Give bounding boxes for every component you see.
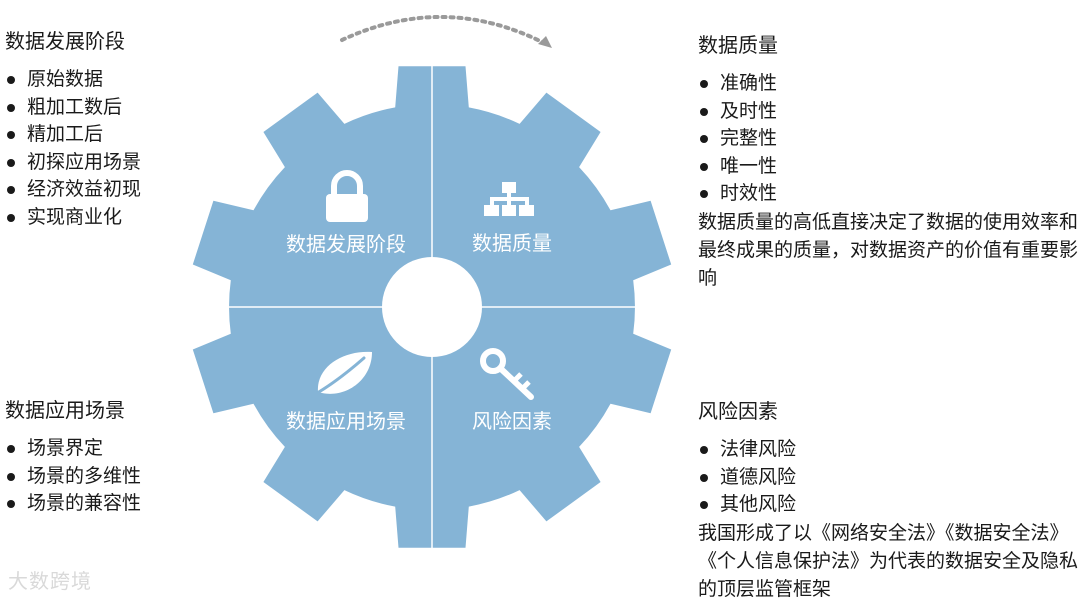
panel-data-quality: 数据质量 准确性 及时性 完整性 唯一性 时效性 数据质量的高低直接决定了数据的… <box>698 32 1078 292</box>
panel-heading: 数据应用场景 <box>5 398 125 422</box>
panel-development-stages: 数据发展阶段 原始数据 粗加工数后 精加工后 初探应用场景 经济效益初现 实现商… <box>5 28 141 231</box>
panel-application-scenarios: 数据应用场景 场景界定 场景的多维性 场景的兼容性 <box>5 397 141 518</box>
bullet-list: 准确性 及时性 完整性 唯一性 时效性 <box>698 70 1078 208</box>
list-item: 实现商业化 <box>5 204 141 232</box>
list-item: 初探应用场景 <box>5 149 141 177</box>
leaf-icon <box>310 351 372 398</box>
list-item: 粗加工数后 <box>5 94 141 122</box>
panel-description: 数据质量的高低直接决定了数据的使用效率和最终成果的质量，对数据资产的价值有重要影… <box>698 210 1079 289</box>
key-icon <box>480 348 534 400</box>
gear-hub <box>382 257 482 357</box>
org-chart-icon <box>484 182 534 216</box>
bullet-list: 法律风险 道德风险 其他风险 <box>698 436 1078 519</box>
quadrant-label-scenarios: 数据应用场景 <box>286 409 406 433</box>
quadrant-label-development: 数据发展阶段 <box>286 232 406 256</box>
lock-icon <box>326 170 368 222</box>
list-item: 原始数据 <box>5 66 141 94</box>
list-item: 道德风险 <box>698 464 1078 492</box>
quadrant-label-risk: 风险因素 <box>472 409 552 433</box>
list-item: 精加工后 <box>5 121 141 149</box>
list-item: 法律风险 <box>698 436 1078 464</box>
list-item: 及时性 <box>698 98 1078 126</box>
list-item: 场景界定 <box>5 435 141 463</box>
panel-description: 我国形成了以《网络安全法》《数据安全法》《个人信息保护法》为代表的数据安全及隐私… <box>698 521 1079 600</box>
list-item: 场景的兼容性 <box>5 490 141 518</box>
panel-risk-factors: 风险因素 法律风险 道德风险 其他风险 我国形成了以《网络安全法》《数据安全法》… <box>698 398 1078 603</box>
list-item: 准确性 <box>698 70 1078 98</box>
list-item: 时效性 <box>698 180 1078 208</box>
watermark: 大数跨境 <box>8 569 92 593</box>
panel-heading: 数据发展阶段 <box>5 29 125 53</box>
list-item: 场景的多维性 <box>5 463 141 491</box>
list-item: 完整性 <box>698 125 1078 153</box>
list-item: 唯一性 <box>698 153 1078 181</box>
list-item: 其他风险 <box>698 491 1078 519</box>
quadrant-label-quality: 数据质量 <box>472 231 552 255</box>
bullet-list: 场景界定 场景的多维性 场景的兼容性 <box>5 435 141 518</box>
panel-heading: 风险因素 <box>698 399 778 423</box>
panel-heading: 数据质量 <box>698 33 778 57</box>
bullet-list: 原始数据 粗加工数后 精加工后 初探应用场景 经济效益初现 实现商业化 <box>5 66 141 231</box>
list-item: 经济效益初现 <box>5 176 141 204</box>
curved-dotted-arrow-icon <box>340 14 552 48</box>
